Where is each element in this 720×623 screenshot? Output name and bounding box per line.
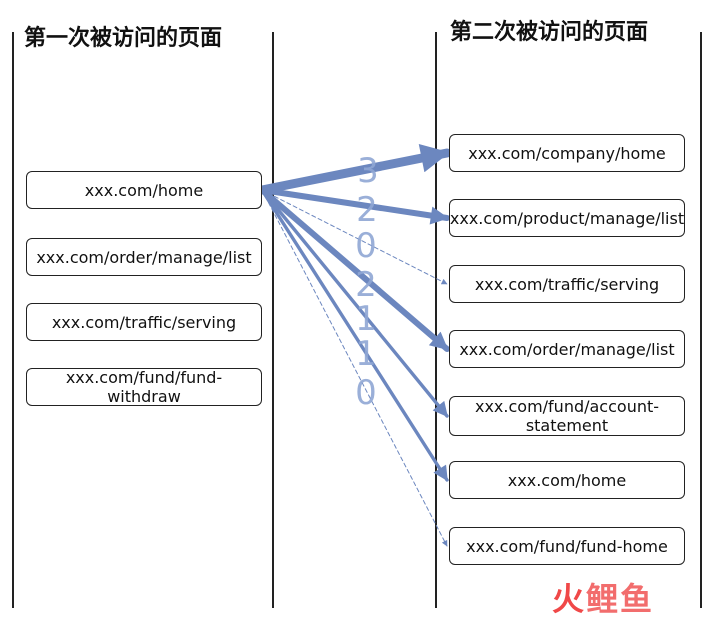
edge-arrow xyxy=(260,188,449,482)
right-page-node: xxx.com/order/manage/list xyxy=(449,330,685,368)
right-page-node: xxx.com/fund/fund-home xyxy=(449,527,685,565)
left-page-node: xxx.com/home xyxy=(26,171,262,209)
right-divider-inner xyxy=(435,32,437,608)
left-column-title: 第一次被访问的页面 xyxy=(24,26,223,51)
right-column-title: 第二次被访问的页面 xyxy=(450,20,649,45)
edge-weight-label: 1 xyxy=(355,299,377,339)
edge-arrow xyxy=(259,187,450,225)
edge-arrow xyxy=(261,189,448,547)
right-divider-outer xyxy=(700,32,702,608)
edge-arrow xyxy=(260,188,449,418)
right-page-node: xxx.com/product/manage/list xyxy=(449,199,685,237)
left-divider-inner xyxy=(272,32,274,608)
watermark-char-1: 火 xyxy=(552,580,587,618)
right-page-node: xxx.com/home xyxy=(449,461,685,499)
right-page-node: xxx.com/traffic/serving xyxy=(449,265,685,303)
left-page-node: xxx.com/fund/fund-withdraw xyxy=(26,368,262,406)
edge-weight-label: 3 xyxy=(357,151,379,191)
edge-weight-label: 1 xyxy=(355,334,377,374)
edge-weight-label: 2 xyxy=(356,190,378,230)
right-page-node: xxx.com/fund/account-statement xyxy=(449,396,685,436)
watermark-logo: 火鲤鱼 xyxy=(552,574,654,620)
left-divider-outer xyxy=(12,32,14,608)
edge-arrow xyxy=(261,189,448,285)
watermark-char-2: 鲤 xyxy=(586,580,621,618)
left-page-node: xxx.com/traffic/serving xyxy=(26,303,262,341)
edge-weight-label: 2 xyxy=(355,265,377,305)
right-page-node: xxx.com/company/home xyxy=(449,134,685,172)
watermark-char-3: 鱼 xyxy=(620,580,655,618)
edge-weight-label: 0 xyxy=(355,226,377,266)
edge-arrow xyxy=(259,187,450,352)
left-page-node: xxx.com/order/manage/list xyxy=(26,238,262,276)
edge-arrow xyxy=(257,143,452,195)
edge-weight-label: 0 xyxy=(355,373,377,413)
